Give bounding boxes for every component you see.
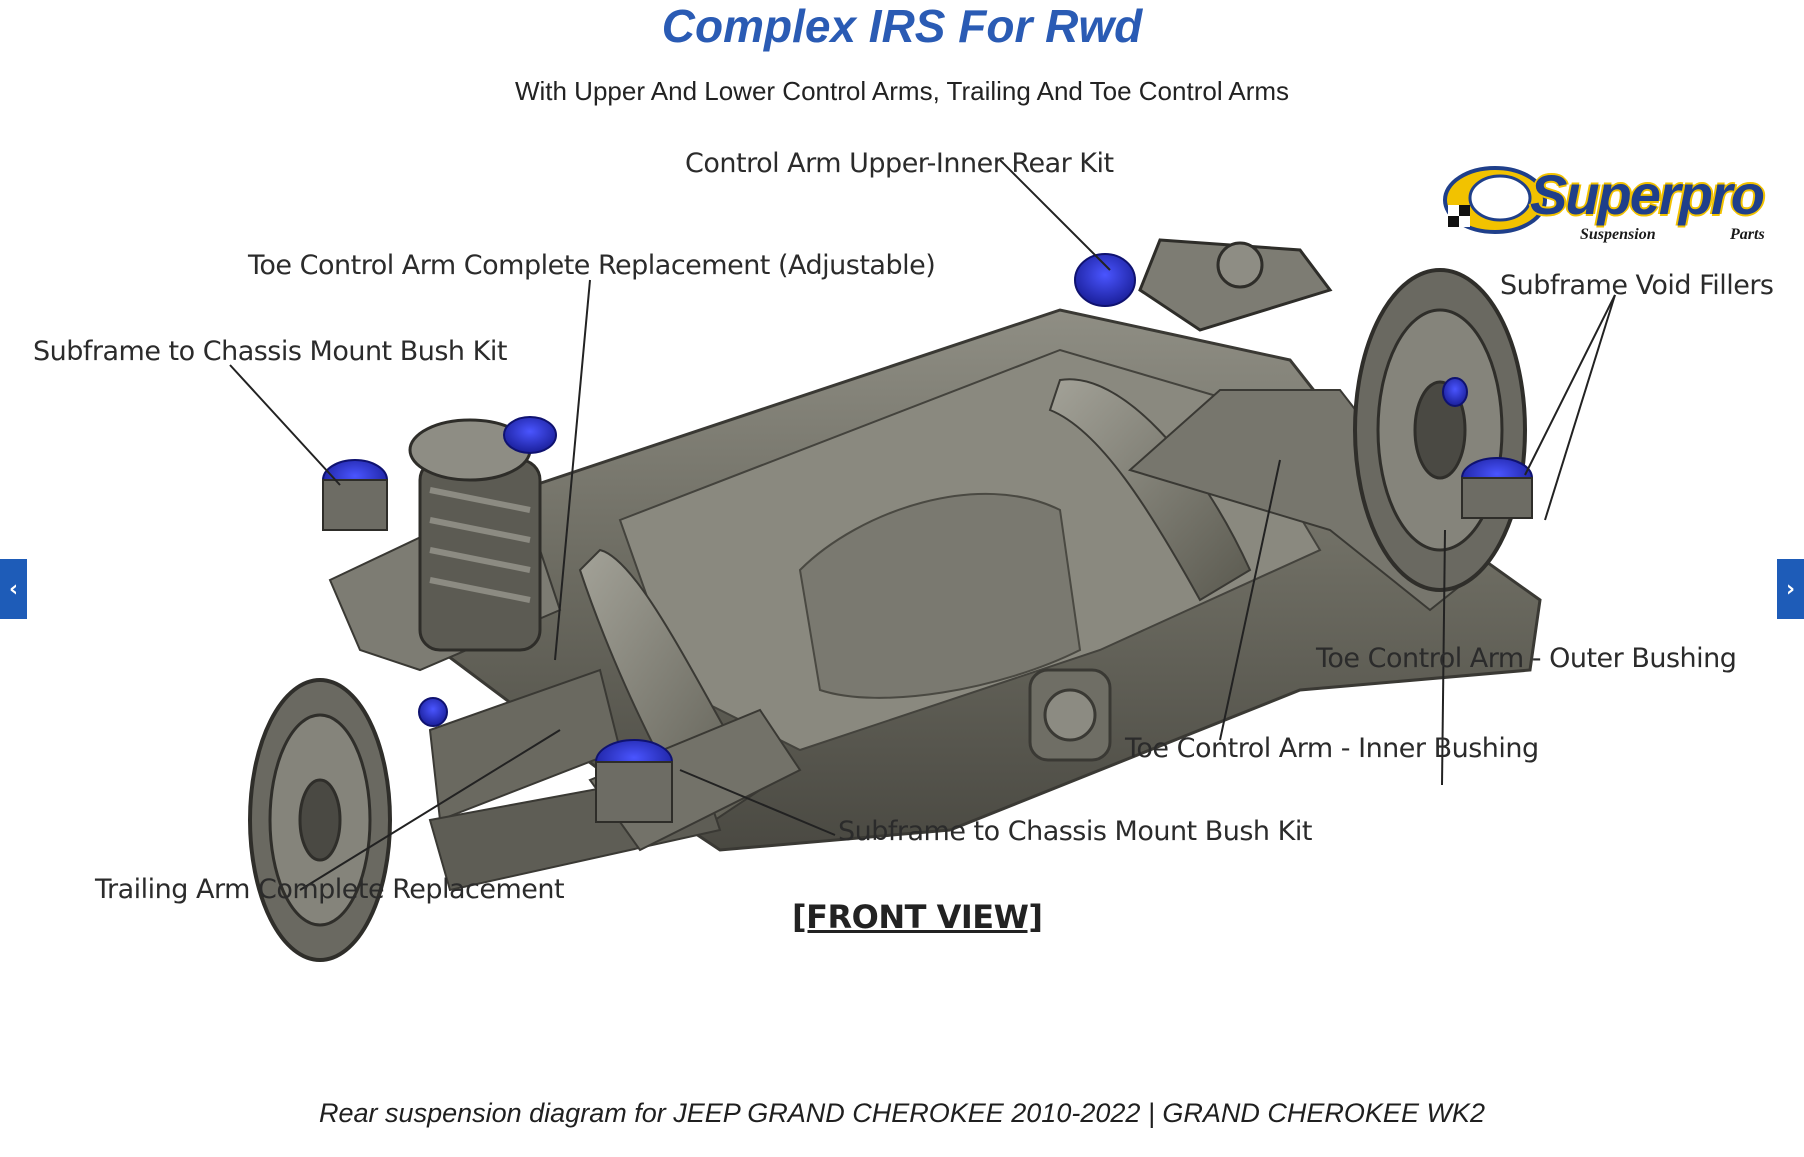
carousel-next-button[interactable]: ›	[1777, 559, 1804, 619]
label-subframe-void-fillers: Subframe Void Fillers	[1500, 270, 1774, 301]
chevron-left-icon: ‹	[8, 576, 19, 602]
logo-brand: Superpro	[1530, 163, 1765, 226]
label-toe-inner-bushing: Toe Control Arm - Inner Bushing	[1125, 733, 1539, 764]
carousel-prev-button[interactable]: ‹	[0, 559, 27, 619]
suspension-diagram: Control Arm Upper-Inner Rear Kit Toe Con…	[0, 130, 1804, 1090]
page-subtitle: With Upper And Lower Control Arms, Trail…	[514, 76, 1290, 106]
label-control-arm-upper-inner-rear: Control Arm Upper-Inner Rear Kit	[685, 148, 1114, 179]
chevron-right-icon: ›	[1785, 576, 1796, 602]
left-brake-disc	[248, 678, 392, 962]
suspension-illustration	[229, 159, 1616, 962]
label-toe-control-arm-complete: Toe Control Arm Complete Replacement (Ad…	[248, 250, 936, 281]
superpro-logo: Superpro Suspension Parts	[1440, 160, 1790, 250]
front-view-label: [FRONT VIEW]	[792, 898, 1043, 936]
label-toe-outer-bushing: Toe Control Arm - Outer Bushing	[1316, 643, 1737, 674]
left-strut-assembly	[408, 418, 542, 652]
right-brake-disc	[1353, 268, 1527, 592]
label-trailing-arm-complete: Trailing Arm Complete Replacement	[95, 874, 565, 905]
bushings	[322, 253, 1533, 823]
label-subframe-mount-left: Subframe to Chassis Mount Bush Kit	[33, 336, 507, 367]
right-strut-assembly	[1138, 238, 1333, 332]
label-subframe-mount-bottom: Subframe to Chassis Mount Bush Kit	[838, 816, 1312, 847]
page-title: Complex IRS For Rwd	[661, 0, 1143, 52]
logo-sub-right: Parts	[1730, 226, 1765, 243]
leader-lines	[229, 159, 1616, 891]
superpro-emblem-icon	[1443, 166, 1547, 234]
image-caption: Rear suspension diagram for JEEP GRAND C…	[319, 1098, 1485, 1128]
logo-sub-left: Suspension	[1580, 226, 1656, 243]
